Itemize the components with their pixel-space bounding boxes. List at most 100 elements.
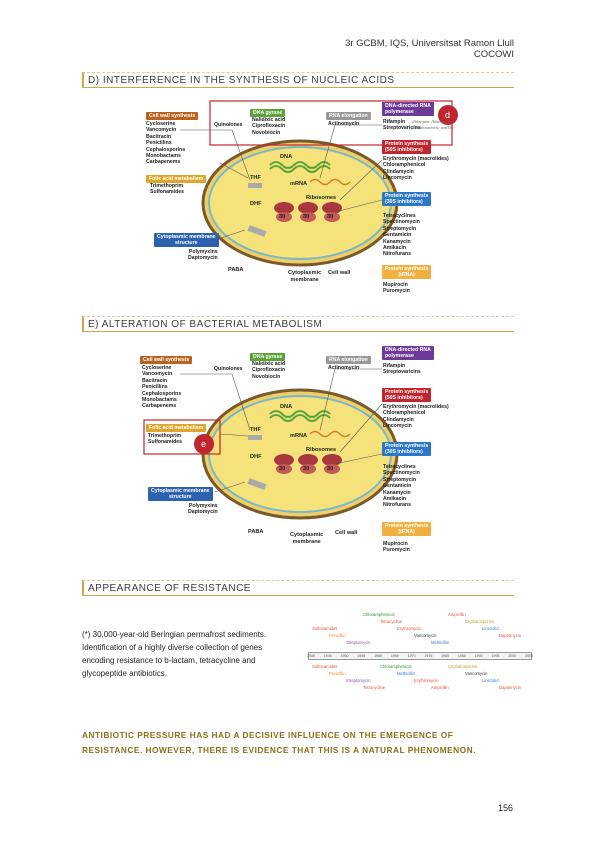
dhf-label: DHF: [250, 454, 262, 460]
membrane-drugs: Polymyxins Daptomycin: [188, 249, 218, 262]
timeline-year: 1940: [307, 654, 315, 658]
protein-trna-title: Protein synthesis (tRNA): [382, 522, 432, 536]
badge-d: d: [445, 110, 451, 120]
timeline-top-label: Erythromycin: [397, 626, 422, 631]
cell-wall-drugs: Cycloserine Vancomycin Bacitracin Penici…: [146, 121, 186, 166]
cell-wall-label: Cell wall: [328, 270, 351, 276]
timeline-bottom-label: Cephalosporins: [448, 664, 478, 669]
quinolones-label: Quinolones: [214, 122, 243, 128]
timeline-top-label: Chloramphenicol: [363, 612, 395, 617]
protein-50s-drugs: Erythromycin (macrolides) Chloramphenico…: [383, 404, 449, 430]
timeline-year: 2000: [508, 654, 517, 658]
mrna-label: mRNA: [290, 433, 308, 439]
timeline-top-label: Sulfonamides: [312, 626, 338, 631]
timeline-year: 1980: [441, 654, 450, 658]
timeline-bottom-label: Penicillin: [329, 671, 346, 676]
figure-e: e Cell wall synthesis Cycloserine Vancom…: [120, 344, 480, 559]
timeline-bar: [308, 652, 532, 660]
dna-label: DNA: [280, 154, 293, 160]
gyrase-title: DNA gyrase: [250, 353, 286, 361]
protein-trna-drugs: Mupirocin Puromycin: [383, 541, 410, 554]
paba-label: PABA: [228, 267, 244, 273]
folic-acid-drugs: Trimethoprim Sulfonamides: [148, 433, 183, 446]
timeline-bottom-label: Vancomycin: [465, 671, 488, 676]
timeline-top-label: Streptomycin: [346, 640, 371, 645]
cytoplasmic-membrane-label: Cytoplasmic membrane: [288, 270, 322, 283]
badge-e: e: [201, 439, 207, 449]
ribosome-30-label-1: 30: [279, 214, 286, 220]
conclusion-text: ANTIBIOTIC PRESSURE HAS HAD A DECISIVE I…: [82, 730, 476, 755]
section-e-title: E) ALTERATION OF BACTERIAL METABOLISM: [82, 316, 514, 332]
timeline-bottom-label: Daptomycin: [499, 685, 522, 690]
timeline-bottom-label: Chloramphenicol: [380, 664, 412, 669]
timeline-bottom-label: Methicillin: [397, 671, 416, 676]
protein-30s-title: Protein synthesis (30S inhibitors): [382, 192, 432, 206]
timeline-top-label: Ampicillin: [448, 612, 466, 617]
protein-30s-title: Protein synthesis (30S inhibitors): [382, 442, 432, 456]
timeline-bottom-label: Linezolid: [482, 678, 499, 683]
quinolones-label: Quinolones: [214, 366, 243, 372]
timeline-year: 1975: [424, 654, 433, 658]
gyrase-drugs: Nalidixic acid Ciprofloxacin Novobiocin: [252, 117, 286, 136]
timeline-top-label: Penicillin: [329, 633, 346, 638]
protein-50s-drugs: Erythromycin (macrolides) Chloramphenico…: [383, 156, 449, 182]
ribosome-30-label-2: 30: [303, 214, 310, 220]
elongation-drugs: Actinomycin: [328, 121, 360, 127]
timeline-year: 1995: [491, 654, 500, 658]
rna-polymerase-drugs: Rifampin Streptovaricins: [383, 363, 421, 376]
paba-label: PABA: [248, 529, 264, 535]
mrna-label: mRNA: [290, 181, 308, 187]
timeline-year: 1970: [407, 654, 416, 658]
folic-acid-title: Folic acid metabolism: [146, 424, 207, 432]
ribosomes-label: Ribosomes: [306, 447, 337, 453]
dna-label: DNA: [280, 404, 293, 410]
timeline-year: 1985: [457, 654, 466, 658]
cell-wall-title: Cell wall synthesis: [140, 356, 193, 364]
folic-acid-title: Folic acid metabolism: [146, 175, 207, 183]
cell-wall-title: Cell wall synthesis: [146, 112, 199, 120]
figure-d: d Cell wall synthesis Cycloserine Vancom…: [120, 100, 480, 295]
cell-wall-label: Cell wall: [335, 530, 358, 536]
timeline-top-label: Tetracycline: [380, 619, 403, 624]
membrane-title: Cytoplasmic membrane structure: [154, 233, 219, 247]
timeline-year: 1950: [340, 654, 349, 658]
header-line-2: COCOWI: [473, 49, 514, 60]
elongation-title: RNA elongation: [326, 356, 371, 364]
protein-50s-title: Protein synthesis (50S inhibitors): [382, 140, 432, 154]
ribosomes-label: Ribosomes: [306, 195, 337, 201]
rna-polymerase-title: DNA-directed RNA polymerase: [382, 346, 434, 360]
protein-30s-drugs: Tetracyclines Spectinomycin Streptomycin…: [383, 464, 420, 509]
timeline-top-label: Cephalosporins: [465, 619, 495, 624]
timeline-bottom-label: Sulfonamides: [312, 664, 338, 669]
membrane-title: Cytoplasmic membrane structure: [148, 487, 213, 501]
timeline-top-label: Daptomycin: [499, 633, 522, 638]
elongation-title: RNA elongation: [326, 112, 371, 120]
gyrase-drugs: Nalidixic acid Ciprofloxacin Novobiocin: [252, 361, 286, 380]
timeline-year: 1945: [323, 654, 332, 658]
membrane-drugs: Polymyxins Daptomycin: [188, 503, 218, 516]
thf-label: THF: [250, 427, 261, 433]
cytoplasmic-membrane-label: Cytoplasmic membrane: [290, 532, 324, 545]
protein-30s-drugs: Tetracyclines Spectinomycin Streptomycin…: [383, 213, 420, 258]
timeline-top-label: Methicillin: [431, 640, 450, 645]
protein-trna-title: Protein synthesis (tRNA): [382, 265, 432, 279]
page-header: 3r GCBM, IQS, Universitsat Ramon Llull C…: [345, 38, 514, 60]
cell-wall-drugs: Cycloserine Vancomycin Bacitracin Penici…: [142, 365, 182, 410]
timeline-bottom-label: Ampicillin: [431, 685, 449, 690]
page-number: 156: [497, 803, 513, 813]
timeline-bottom-label: Erythromycin: [414, 678, 439, 683]
timeline-top-label: Linezolid: [482, 626, 499, 631]
section-d-title: D) INTERFERENCE IN THE SYNTHESIS OF NUCL…: [82, 72, 514, 88]
protein-trna-drugs: Mupirocin Puromycin: [383, 282, 410, 295]
protein-50s-title: Protein synthesis (50S inhibitors): [382, 388, 432, 402]
handwritten-annotation: (Rifampin: Rifamycin; Streptovaricins: a…: [412, 119, 454, 130]
ribosome-30-label-1: 30: [279, 466, 286, 472]
rna-polymerase-title: DNA-directed RNA polymerase: [382, 102, 434, 116]
header-line-1: 3r GCBM, IQS, Universitsat Ramon Llull: [345, 38, 514, 49]
ribosome-30-label-3: 30: [327, 466, 334, 472]
gyrase-title: DNA gyrase: [250, 109, 286, 117]
timeline-bottom-label: Tetracycline: [363, 685, 386, 690]
timeline-year: 1965: [390, 654, 399, 658]
timeline-year: 1955: [357, 654, 366, 658]
